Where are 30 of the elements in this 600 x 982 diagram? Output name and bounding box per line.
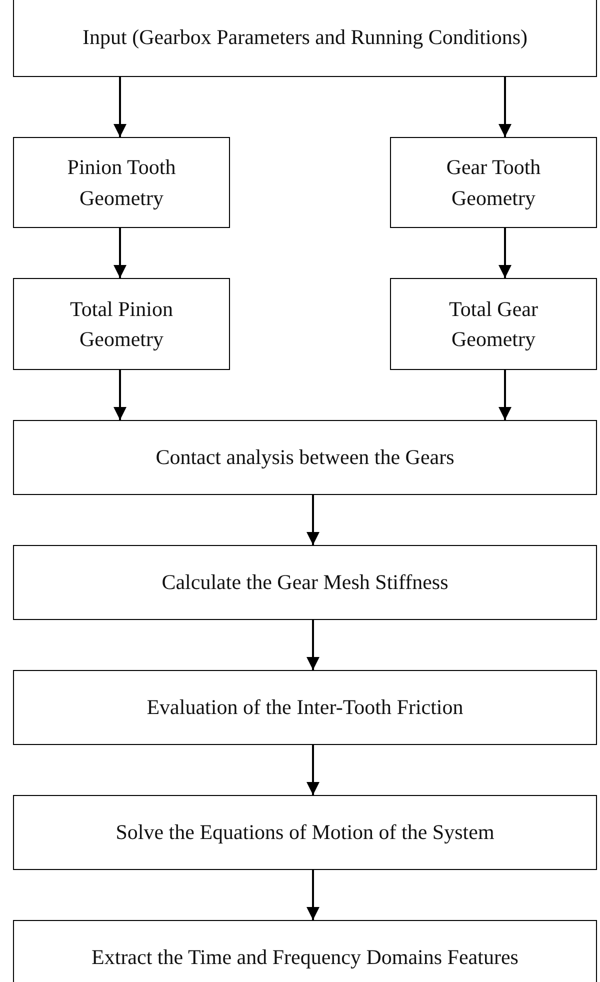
process-box xyxy=(13,795,597,870)
box-label: Calculate the Gear Mesh Stiffness xyxy=(162,569,448,596)
process-box xyxy=(13,278,230,370)
box-label: Pinion Tooth Geometry xyxy=(66,154,177,212)
process-box xyxy=(13,137,230,228)
process-box xyxy=(13,0,597,77)
process-box xyxy=(13,670,597,745)
box-label: Total Pinion Geometry xyxy=(69,296,174,353)
arrow xyxy=(306,495,320,545)
box-label: Gear Tooth Geometry xyxy=(445,154,542,212)
process-box xyxy=(13,920,597,982)
arrow xyxy=(114,370,126,420)
box-label: Input (Gearbox Parameters and Running Conditions) xyxy=(82,24,528,52)
arrow xyxy=(498,228,512,278)
process-box xyxy=(390,137,597,228)
arrow xyxy=(114,77,126,137)
box-label: Contact analysis between the Gears xyxy=(156,444,454,472)
arrow xyxy=(306,870,320,920)
arrow xyxy=(306,745,320,795)
arrow xyxy=(114,228,126,278)
arrow xyxy=(498,77,512,137)
process-box xyxy=(13,420,597,495)
box-label: Evaluation of the Inter-Tooth Friction xyxy=(146,694,464,722)
box-label: Extract the Time and Frequency Domains Features xyxy=(92,944,518,972)
process-box xyxy=(390,278,597,370)
process-box xyxy=(13,545,597,620)
box-label: Total Gear Geometry xyxy=(448,296,539,353)
arrow xyxy=(306,620,320,670)
arrow xyxy=(498,370,512,420)
box-label: Solve the Equations of Motion of the System xyxy=(116,819,494,846)
